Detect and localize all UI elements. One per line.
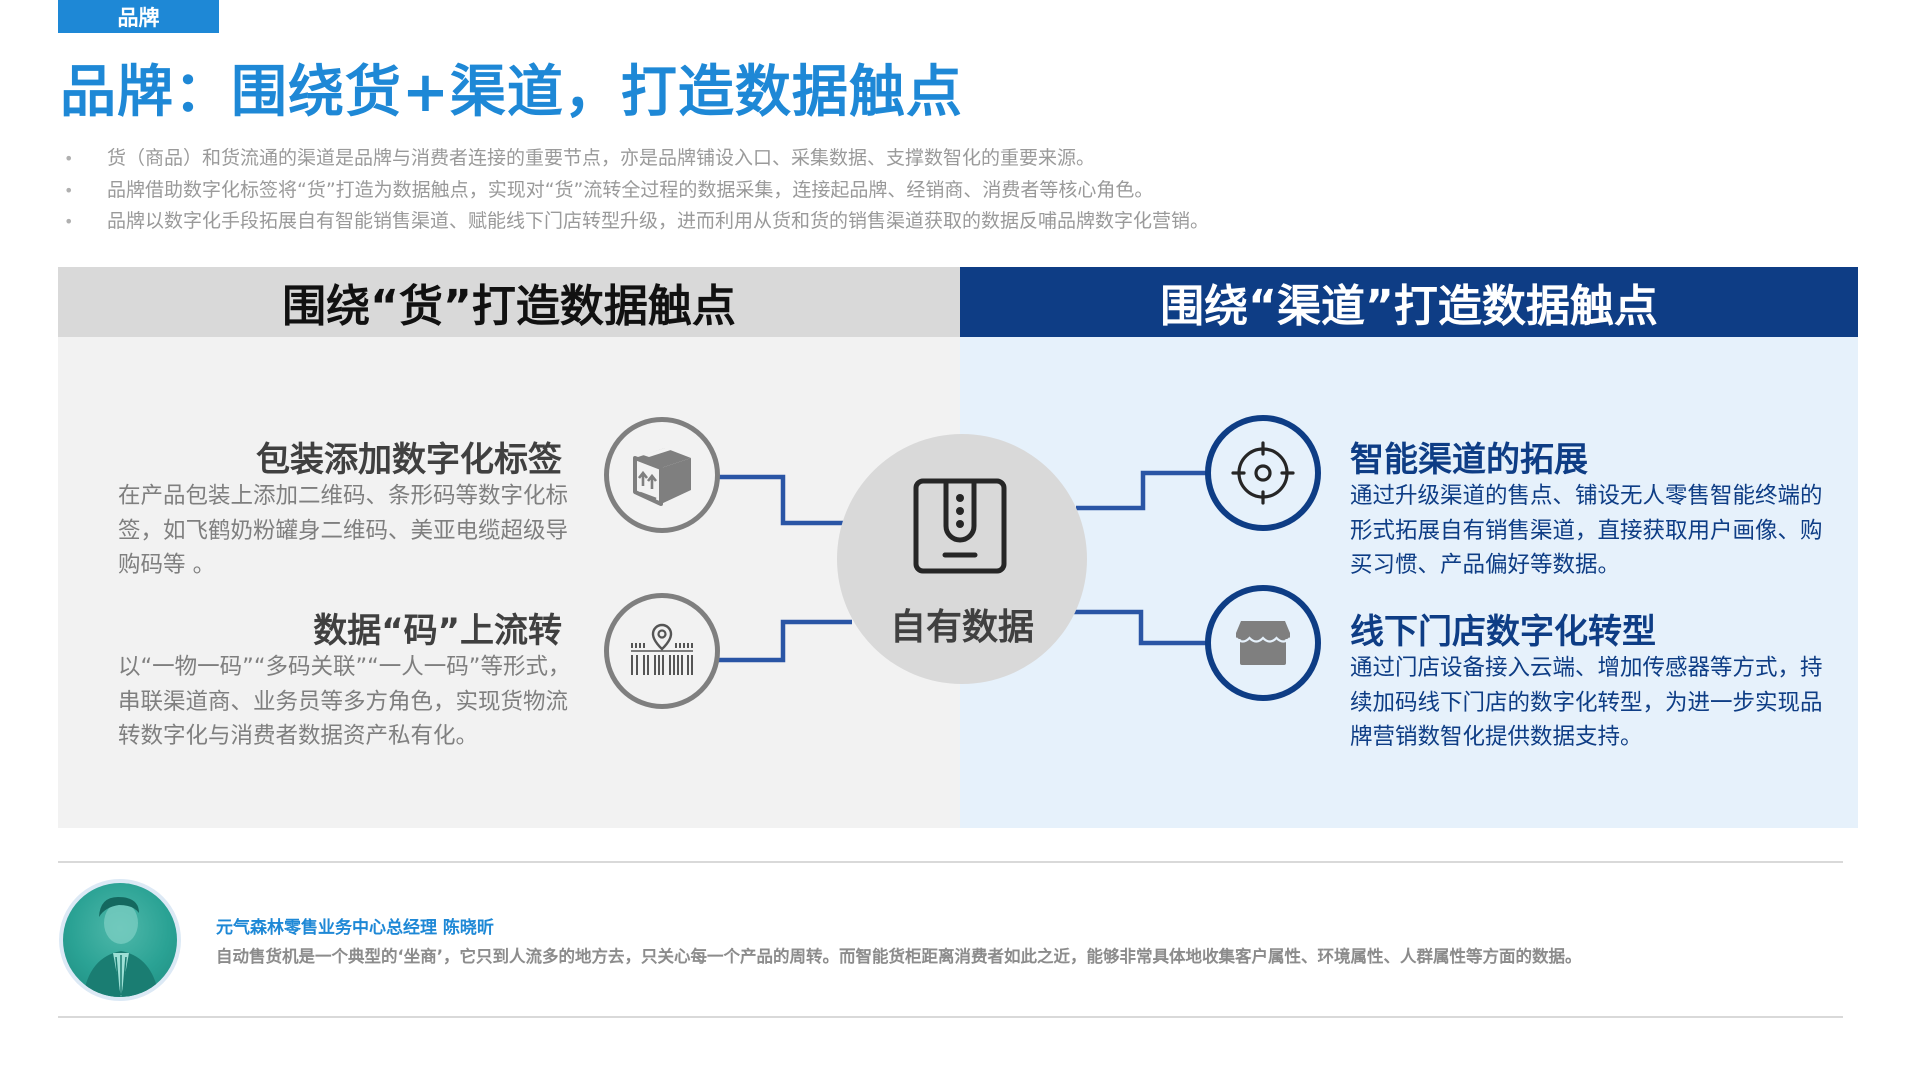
package-icon-circle: [604, 417, 720, 533]
target-icon-circle: [1205, 415, 1321, 531]
person-silhouette-icon: [83, 897, 159, 997]
quote-speaker: 元气森林零售业务中心总经理 陈晓昕: [216, 918, 494, 938]
feature-desc-code-flow: 以“一物一码”“多码关联”“一人一码”等形式，串联渠道商、业务员等多方角色，实现…: [118, 654, 571, 749]
bullet-dot-icon: •: [64, 180, 74, 200]
section-tag: 品牌: [58, 0, 219, 33]
bullet-text: 品牌借助数字化标签将“货”打造为数据触点，实现对“货”流转全过程的数据采集，连接…: [107, 178, 1154, 201]
bullet-text: 品牌以数字化手段拓展自有智能销售渠道、赋能线下门店转型升级，进而利用从货和货的销…: [107, 210, 1210, 232]
feature-desc-offline-store: 通过门店设备接入云端、增加传感器等方式，持续加码线下门店的数字化转型，为进一步实…: [1350, 655, 1823, 750]
own-data-hub: [837, 434, 1087, 684]
connector-barcode: [718, 619, 852, 663]
channel-panel-header: 围绕“渠道”打造数据触点: [960, 267, 1858, 337]
data-device-icon: [913, 478, 1007, 574]
feature-desc-smart-channel: 通过升级渠道的售点、铺设无人零售智能终端的形式拓展自有销售渠道，直接获取用户画像…: [1350, 483, 1823, 578]
feature-title-package-label: 包装添加数字化标签: [256, 440, 562, 480]
speaker-avatar: [59, 879, 181, 1001]
feature-title-offline-store: 线下门店数字化转型: [1350, 612, 1656, 652]
quote-top-divider: [58, 861, 1843, 863]
goods-panel-header: 围绕“货”打造数据触点: [58, 267, 960, 337]
bullet-item: • 品牌借助数字化标签将“货”打造为数据触点，实现对“货”流转全过程的数据采集，连…: [60, 175, 1209, 207]
storefront-icon: [1235, 621, 1291, 665]
package-box-icon: [633, 444, 691, 506]
bullet-dot-icon: •: [64, 149, 74, 168]
feature-desc-package-label: 在产品包装上添加二维码、条形码等数字化标签，如飞鹤奶粉罐身二维码、美亚电缆超级导…: [118, 483, 569, 578]
barcode-location-icon: [631, 623, 693, 675]
barcode-icon-circle: [604, 593, 720, 709]
bullet-item: • 品牌以数字化手段拓展自有智能销售渠道、赋能线下门店转型升级，进而利用从货和货的…: [60, 206, 1209, 238]
connector-store: [1072, 609, 1208, 646]
quote-text: 自动售货机是一个典型的‘坐商’，它只到人流多的地方去，只关心每一个产品的周转。而…: [216, 947, 1582, 966]
speaker-photo: [63, 883, 177, 997]
feature-title-code-flow: 数据“码”上流转: [313, 611, 562, 651]
channel-panel: [960, 267, 1858, 828]
quote-bottom-divider: [58, 1016, 1843, 1018]
store-icon-circle: [1205, 585, 1321, 701]
bullet-dot-icon: •: [64, 212, 74, 231]
bullet-item: • 货（商品）和货流通的渠道是品牌与消费者连接的重要节点，亦是品牌铺设入口、采集数…: [60, 143, 1209, 175]
bullet-text: 货（商品）和货流通的渠道是品牌与消费者连接的重要节点，亦是品牌铺设入口、采集数据…: [107, 147, 1096, 169]
connector-target: [1076, 470, 1208, 511]
connector-package: [718, 474, 845, 526]
goods-panel: [58, 267, 960, 828]
target-crosshair-icon: [1231, 441, 1295, 505]
page-title: 品牌：围绕货+渠道，打造数据触点: [60, 60, 963, 125]
feature-title-smart-channel: 智能渠道的拓展: [1350, 440, 1588, 480]
summary-bullets: • 货（商品）和货流通的渠道是品牌与消费者连接的重要节点，亦是品牌铺设入口、采集数…: [60, 143, 1209, 238]
own-data-label: 自有数据: [889, 607, 1034, 648]
